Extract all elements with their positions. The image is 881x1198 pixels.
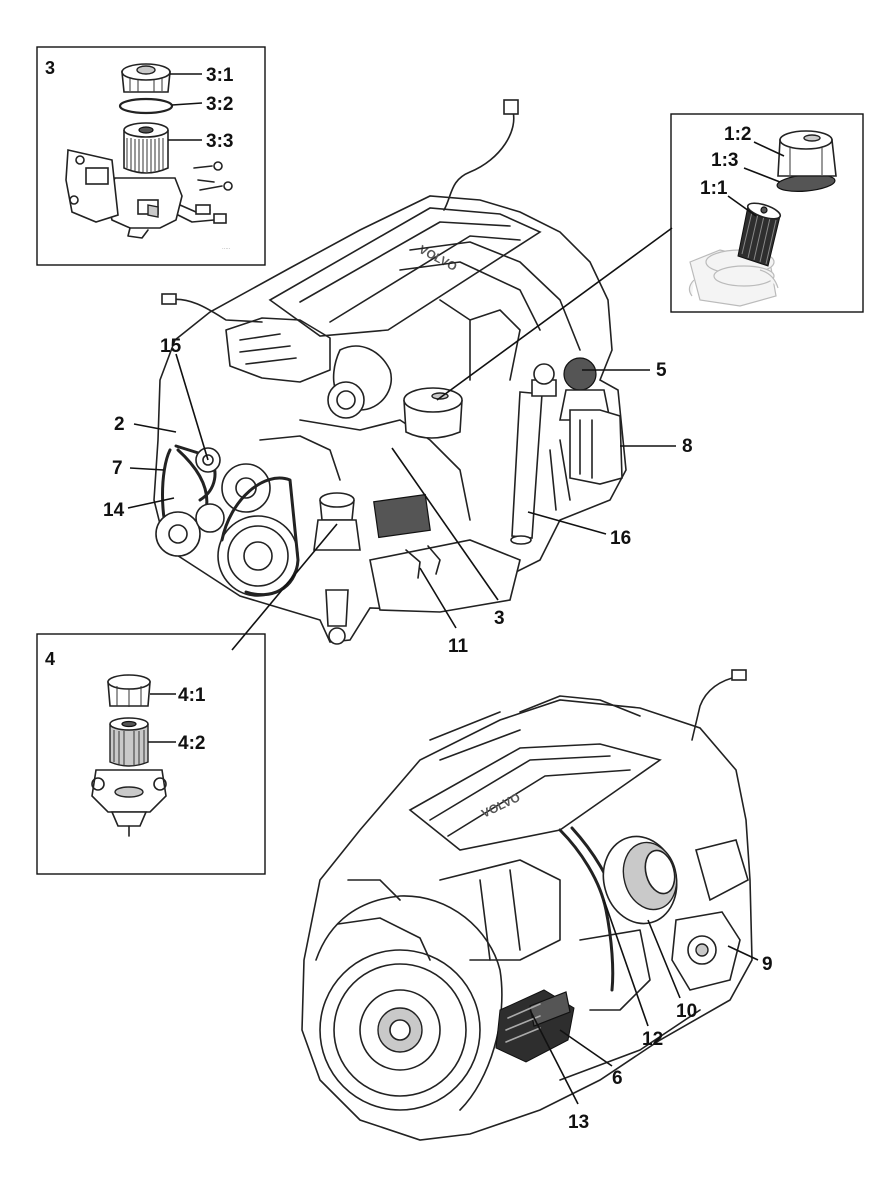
- ac-compressor: [671, 839, 749, 991]
- callout-3-3: 3:3: [206, 131, 233, 152]
- svg-text:·····: ·····: [222, 246, 231, 252]
- engine-front-view: VOLVO: [153, 99, 627, 645]
- callout-8: 8: [682, 436, 693, 457]
- filter-cap-3-1: [121, 63, 171, 93]
- callout-5: 5: [656, 360, 667, 381]
- callout-3: 3: [494, 608, 505, 629]
- filter-housing: [65, 149, 233, 239]
- callout-6: 6: [612, 1068, 623, 1089]
- callout-3-2: 3:2: [206, 94, 233, 115]
- callout-2: 2: [114, 414, 125, 435]
- callout-9: 9: [762, 954, 773, 975]
- filter-element-4-2: [109, 717, 149, 767]
- inset-4-number: 4: [45, 649, 55, 669]
- inset-3-number: 3: [45, 58, 55, 78]
- pointer-line-inset-4: [231, 523, 338, 651]
- engine-rear-view: VOLVO: [301, 669, 753, 1141]
- accessory-belt: [155, 444, 300, 597]
- sensor-11: [405, 545, 441, 579]
- filter-element-3-3: [123, 122, 169, 174]
- water-separator-8: [569, 409, 623, 485]
- turbocharger: [602, 835, 678, 925]
- breather-on-engine: [313, 492, 361, 645]
- sensor-connector-left: [161, 293, 177, 305]
- seal-ring-3-2: [118, 97, 174, 115]
- flywheel: [319, 949, 481, 1111]
- ecu-module: [373, 493, 431, 539]
- rear-valve-cover: VOLVO: [408, 743, 662, 851]
- sensor-connector-top: [503, 99, 519, 115]
- callout-4-2: 4:2: [178, 733, 205, 754]
- inset-box-3: 3: [36, 46, 266, 266]
- valve-cover: VOLVO: [268, 207, 542, 337]
- filter-cap-1-2: [777, 130, 837, 177]
- rear-sensor-connector: [731, 669, 747, 681]
- oil-filter-on-engine: [403, 387, 463, 439]
- bottom-engine-callouts: 9 10 12 6 13: [529, 899, 773, 1133]
- callout-1-3: 1:3: [711, 150, 738, 171]
- fuel-filter-on-engine: [549, 357, 623, 511]
- top-engine-callouts: 15 2 7 14 5 8 16 3 11: [103, 336, 693, 657]
- callout-4-1: 4:1: [178, 685, 206, 706]
- dipstick-tube: [510, 363, 557, 545]
- callout-16: 16: [610, 528, 631, 549]
- inset-box-1: 1:2 1:3 1:1: [670, 113, 864, 313]
- callout-13: 13: [568, 1112, 589, 1133]
- callout-12: 12: [642, 1029, 663, 1050]
- filter-housing-4: [91, 769, 167, 837]
- callout-3-1: 3:1: [206, 65, 234, 86]
- pointer-line-inset-1: [436, 227, 673, 401]
- pump-cap-5: [563, 357, 597, 391]
- callout-15: 15: [160, 336, 182, 357]
- callout-11: 11: [448, 636, 469, 657]
- callout-1-1: 1:1: [700, 178, 728, 199]
- fan-drive-hub: [221, 463, 271, 513]
- filter-element-1-1: [737, 202, 782, 267]
- inset-box-4: 4 4:1 4:2: [36, 633, 266, 875]
- cap-4-1: [107, 674, 151, 707]
- callout-10: 10: [676, 1001, 697, 1022]
- callout-14: 14: [103, 500, 125, 521]
- callout-1-2: 1:2: [724, 124, 751, 145]
- callout-7: 7: [112, 458, 123, 479]
- tensioner-pulley: [155, 511, 201, 557]
